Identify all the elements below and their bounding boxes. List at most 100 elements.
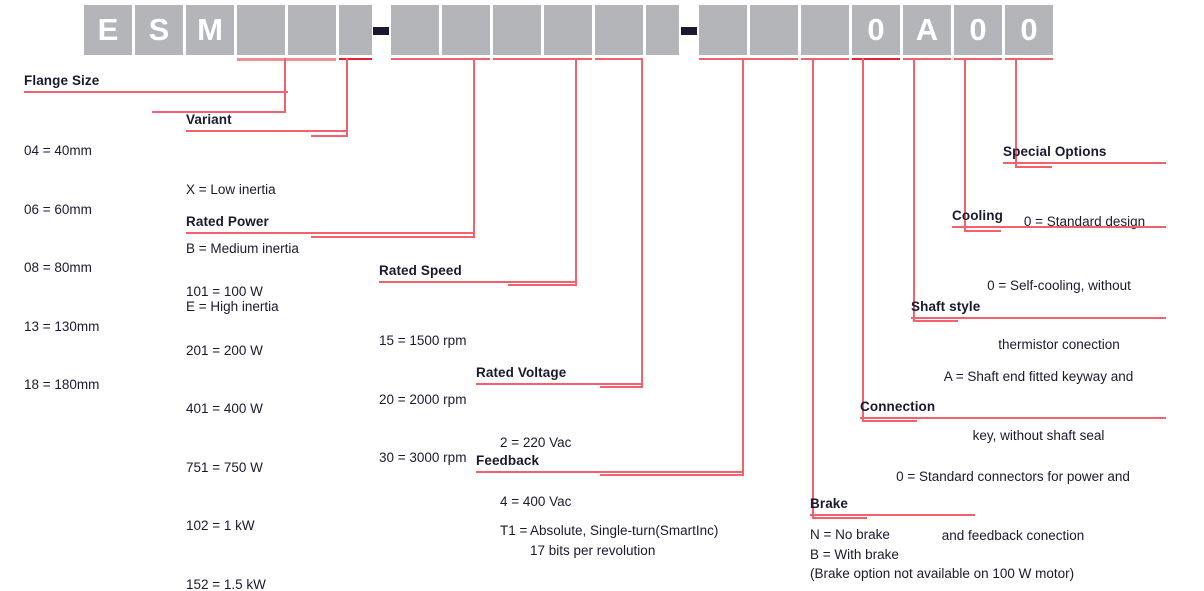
section-body-shaft-style: A = Shaft end fitted keyway and key, wit… — [911, 319, 1166, 484]
section-shaft-style: Shaft style A = Shaft end fitted keyway … — [911, 299, 1166, 484]
leader-flange-size-vert — [284, 58, 286, 113]
list-item: B = Medium inertia — [186, 240, 299, 256]
section-body-brake: N = No brake B = With brake (Brake optio… — [810, 516, 1074, 584]
leader-connection-vert — [862, 58, 864, 422]
pn-char-box-18: 0 — [954, 5, 1002, 55]
leader-rated-power-vert — [473, 58, 475, 238]
section-rated-voltage: Rated Voltage 2 = 220 Vac 4 = 400 Vac — [476, 365, 643, 550]
list-item: N = No brake — [810, 527, 890, 542]
list-item: 13 = 130mm — [24, 318, 100, 334]
leader-shaft-style-top — [903, 58, 951, 60]
section-rule-shaft-style — [911, 317, 1166, 319]
list-item: 20 = 2000 rpm — [379, 391, 467, 407]
list-item: 04 = 40mm — [24, 143, 92, 158]
pn-char-box-7 — [391, 5, 439, 55]
section-rated-power: Rated Power 101 = 100 W 201 = 200 W 401 … — [186, 214, 475, 591]
section-body-rated-power: 101 = 100 W 201 = 200 W 401 = 400 W 751 … — [186, 234, 475, 591]
leader-rated-speed-vert — [575, 58, 577, 286]
leader-feedback-run — [600, 474, 744, 476]
list-item: 401 = 400 W — [186, 401, 263, 416]
section-title-special-options: Special Options — [1003, 144, 1107, 159]
leader-feedback-top — [699, 58, 798, 60]
leader-cooling-top — [954, 58, 1002, 60]
pn-char-box-1: E — [84, 5, 132, 55]
leader-flange-size-run — [152, 111, 286, 113]
list-item: 06 = 60mm — [24, 201, 92, 217]
leader-rated-voltage-run — [600, 386, 643, 388]
pn-char-box-6 — [339, 5, 372, 55]
list-item: 0 = Standard connectors for power and — [896, 469, 1130, 484]
list-item: 08 = 80mm — [24, 260, 92, 275]
pn-char-box-14 — [750, 5, 798, 55]
section-rule-special-options — [1003, 162, 1166, 164]
section-title-brake: Brake — [810, 496, 849, 511]
section-title-shaft-style: Shaft style — [911, 299, 981, 314]
list-item: 0 = Self-cooling, without — [987, 278, 1131, 293]
section-title-variant: Variant — [186, 112, 232, 127]
list-item: 101 = 100 W — [186, 284, 263, 299]
section-title-feedback: Feedback — [476, 453, 540, 468]
leader-shaft-style-run — [913, 320, 958, 322]
section-special-options: Special Options 0 = Standard design — [1003, 144, 1166, 271]
leader-variant-run — [311, 135, 348, 137]
section-rule-rated-speed — [379, 281, 577, 283]
pn-char-box-11 — [595, 5, 643, 55]
section-rule-rated-voltage — [476, 383, 643, 385]
pn-char-box-12 — [646, 5, 679, 55]
section-feedback: Feedback T1 = Absolute, Single-turn(Smar… — [476, 453, 744, 591]
list-item: X = Low inertia — [186, 182, 276, 197]
leader-special-options-vert — [1015, 58, 1017, 168]
leader-rated-voltage-top — [595, 58, 643, 60]
list-item: A = Shaft end fitted keyway and — [943, 369, 1134, 384]
leader-brake-top — [801, 58, 849, 60]
list-item: 2 = 220 Vac — [500, 435, 572, 450]
leader-brake-vert — [812, 58, 814, 519]
pn-char-box-17: A — [903, 5, 951, 55]
leader-flange-size-top — [237, 58, 336, 61]
section-title-flange-size: Flange Size — [24, 73, 100, 88]
leader-variant-top — [339, 58, 372, 60]
list-item: 0 = Standard design — [1023, 214, 1146, 229]
list-item: B = With brake — [810, 546, 899, 562]
feedback-description: Absolute, Single-turn(SmartInc) 17 bits … — [530, 523, 719, 558]
section-connection: Connection 0 = Standard connectors for p… — [860, 399, 1166, 584]
pn-char-box-3: M — [186, 5, 234, 55]
section-rule-rated-power — [186, 232, 475, 234]
leader-connection-run — [862, 420, 917, 422]
leader-shaft-style-vert — [913, 58, 915, 322]
leader-cooling-vert — [964, 58, 966, 232]
section-body-feedback: T1 = Absolute, Single-turn(SmartInc) 17 … — [476, 473, 744, 591]
section-flange-size: Flange Size 04 = 40mm 06 = 60mm 08 = 80m… — [24, 73, 288, 434]
leader-connection-top — [852, 58, 900, 60]
section-title-connection: Connection — [860, 399, 936, 414]
pn-char-box-8 — [442, 5, 490, 55]
section-body-rated-voltage: 2 = 220 Vac 4 = 400 Vac — [476, 385, 643, 550]
section-body-connection: 0 = Standard connectors for power and an… — [860, 419, 1166, 584]
section-rule-feedback — [476, 471, 744, 473]
section-rule-flange-size — [24, 91, 288, 93]
list-item: 4 = 400 Vac — [500, 493, 572, 509]
section-rule-variant — [186, 130, 348, 132]
section-body-flange-size: 04 = 40mm 06 = 60mm 08 = 80mm 13 = 130mm… — [24, 93, 288, 434]
leader-feedback-vert — [742, 58, 744, 476]
section-title-rated-voltage: Rated Voltage — [476, 365, 567, 380]
leader-rated-voltage-vert — [641, 58, 643, 388]
pn-separator-dash-2 — [681, 27, 697, 35]
section-body-variant: X = Low inertia B = Medium inertia E = H… — [186, 132, 348, 356]
list-item: and feedback conection — [941, 527, 1085, 543]
list-item: 751 = 750 W — [186, 459, 263, 475]
section-variant: Variant X = Low inertia B = Medium inert… — [186, 112, 348, 356]
leader-rated-speed-top — [493, 58, 592, 60]
section-title-cooling: Cooling — [952, 208, 1003, 223]
leader-rated-power-top — [391, 58, 490, 60]
list-item: E = High inertia — [186, 299, 279, 314]
section-rule-cooling — [952, 226, 1166, 228]
list-item: 201 = 200 W — [186, 342, 263, 358]
pn-char-box-10 — [544, 5, 592, 55]
section-body-special-options: 0 = Standard design — [1003, 164, 1166, 271]
leader-special-options-run — [1015, 166, 1052, 168]
leader-rated-speed-run — [508, 284, 577, 286]
section-cooling: Cooling 0 = Self-cooling, without thermi… — [952, 208, 1166, 393]
pn-char-box-2: S — [135, 5, 183, 55]
leader-cooling-run — [964, 230, 1001, 232]
